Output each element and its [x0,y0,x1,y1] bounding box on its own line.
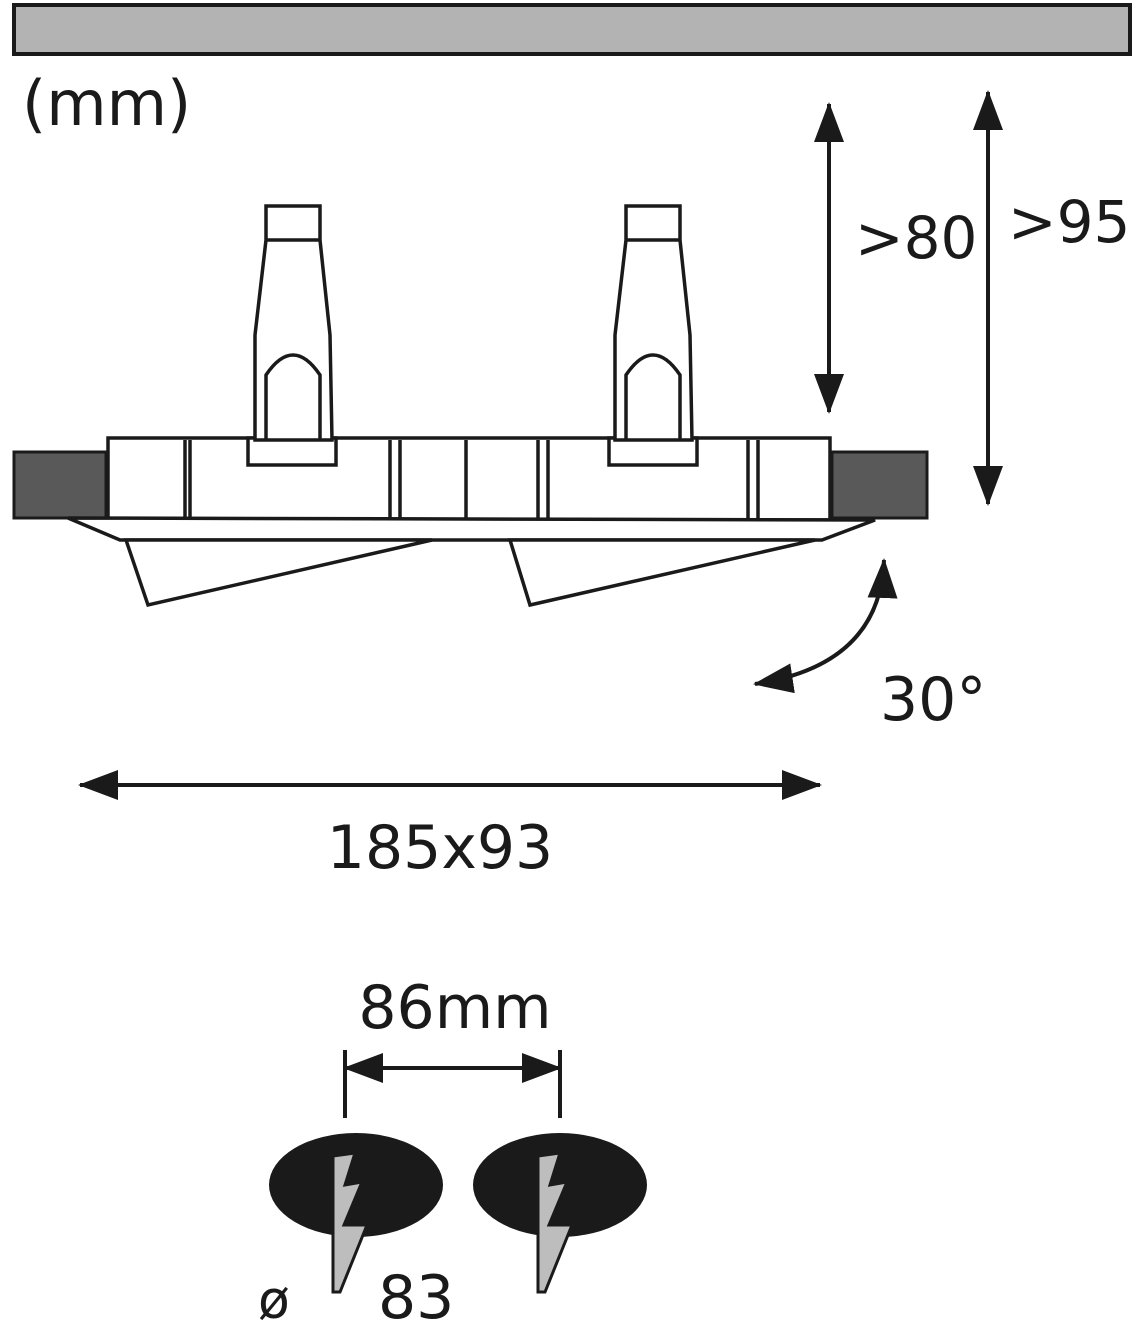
lamp-head-right [507,538,816,608]
cutout-diameter-label: 83 [378,1263,454,1333]
ceiling-board [12,3,1132,56]
lamp-head-left [123,538,433,608]
mounting-spring-right [607,204,699,467]
diameter-symbol: ø [258,1271,290,1331]
tilt-angle-arrow [753,558,898,694]
insulation-block-left [12,450,108,520]
outer-size-label: 185x93 [327,813,553,883]
depth-total-label: >95 [1008,188,1130,256]
units-label: (mm) [22,67,191,140]
trim-frame [67,516,876,542]
fixture-housing [106,436,832,522]
fracture-mark-left [331,1151,370,1294]
depth-min-label: >80 [855,204,977,272]
insulation-block-right [830,450,929,520]
mounting-spring-left [246,204,338,467]
fracture-mark-right [536,1151,575,1294]
tilt-angle-label: 30° [880,665,986,735]
hole-spacing-label: 86mm [358,973,551,1043]
